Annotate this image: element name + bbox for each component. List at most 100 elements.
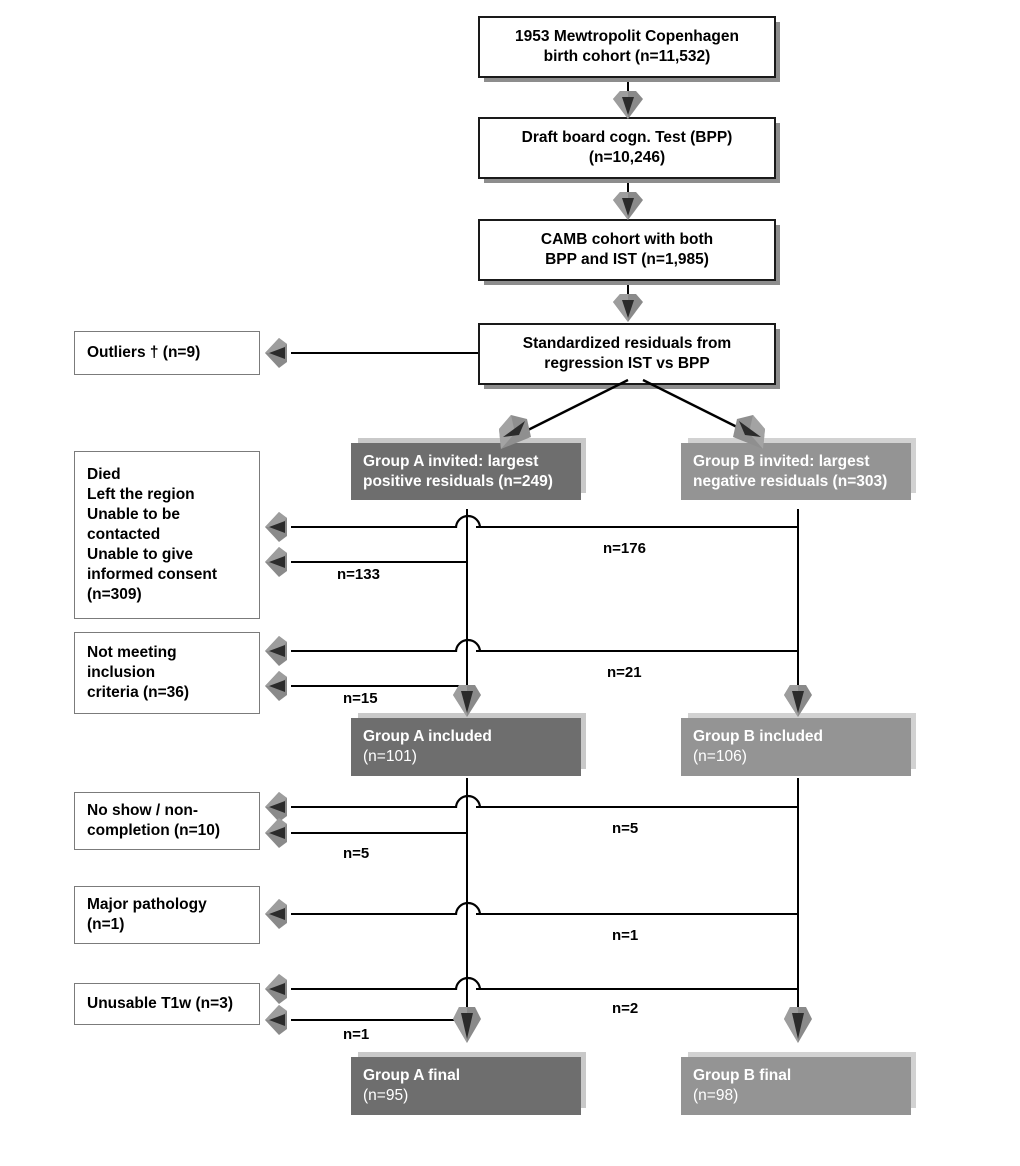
- arrow-left-pathology-b: [265, 897, 299, 931]
- node-exclusion-inclusion-line2: inclusion: [87, 664, 156, 681]
- edge-label-b-t1w: n=2: [612, 1000, 639, 1017]
- edge-label-a-t1w: n=1: [343, 1026, 370, 1043]
- arrow-left-noshow-a: [265, 816, 299, 850]
- node-outliers[interactable]: Outliers † (n=9): [74, 331, 260, 375]
- node-exclusion-pathology[interactable]: Major pathology (n=1): [74, 886, 260, 944]
- node-exclusion-inclusion-line3: criteria (n=36): [87, 684, 190, 701]
- node-outliers-line1: Outliers † (n=9): [87, 344, 201, 361]
- node-group-a-invited-line2: positive residuals (n=249): [363, 472, 553, 490]
- edge-label-b-inclusion: n=21: [607, 664, 642, 681]
- edge-label-a-contact: n=133: [337, 566, 380, 583]
- arrow-left-outliers: [265, 336, 299, 370]
- node-group-a-final[interactable]: Group A final (n=95): [351, 1057, 581, 1115]
- node-exclusion-noshow[interactable]: No show / non- completion (n=10): [74, 792, 260, 850]
- edge-label-a-inclusion: n=15: [343, 690, 378, 707]
- node-exclusion-t1w-line1: Unusable T1w (n=3): [87, 995, 233, 1012]
- node-exclusion-inclusion-criteria[interactable]: Not meeting inclusion criteria (n=36): [74, 632, 260, 714]
- arrow-left-t1w-b: [265, 972, 299, 1006]
- node-birth-cohort-line1: 1953 Mewtropolit Copenhagen: [515, 28, 739, 45]
- node-group-b-final-line2: (n=98): [693, 1087, 739, 1104]
- node-exclusion-t1w[interactable]: Unusable T1w (n=3): [74, 983, 260, 1025]
- node-group-a-final-line1: Group A final: [363, 1067, 461, 1084]
- edge-label-a-noshow: n=5: [343, 845, 370, 862]
- node-draft-board-bpp[interactable]: Draft board cogn. Test (BPP) (n=10,246): [478, 117, 776, 179]
- edge-a-to-contact: [291, 561, 468, 563]
- edge-b-to-t1w-right: [476, 988, 799, 990]
- edge-a-to-t1w: [291, 1019, 468, 1021]
- edge-b-to-noshow-right: [476, 806, 799, 808]
- node-group-b-included[interactable]: Group B included (n=106): [681, 718, 911, 776]
- arrow-left-noshow-b: [265, 790, 299, 824]
- node-group-b-final-line1: Group B final: [693, 1067, 792, 1084]
- node-group-a-invited-line1: Group A invited: largest: [363, 452, 539, 470]
- arrow-down-group-a-final: [451, 1003, 483, 1043]
- arrow-down-group-b-final: [782, 1003, 814, 1043]
- node-group-b-included-line1: Group B included: [693, 728, 824, 745]
- node-group-a-included-line1: Group A included: [363, 728, 492, 745]
- edge-residuals-to-outliers: [291, 352, 485, 354]
- edge-a-to-noshow: [291, 832, 468, 834]
- edge-b-to-t1w-left: [291, 988, 457, 990]
- spine-group-b-lower: [797, 778, 799, 1026]
- line-hop-a-inclusion: [452, 632, 484, 654]
- node-group-b-invited-line1: Group B invited: largest: [693, 452, 870, 470]
- arrow-down-cohort-bpp: [611, 85, 645, 119]
- arrow-left-contact-b: [265, 510, 299, 544]
- arrow-left-contact-a: [265, 545, 299, 579]
- spine-group-a-upper: [466, 509, 468, 708]
- edge-label-b-contact: n=176: [603, 540, 646, 557]
- node-group-b-invited[interactable]: Group B invited: largest negative residu…: [681, 443, 911, 500]
- edge-label-b-pathology: n=1: [612, 927, 639, 944]
- arrow-left-inclusion-a: [265, 669, 299, 703]
- node-group-a-invited[interactable]: Group A invited: largest positive residu…: [351, 443, 581, 500]
- node-group-b-final[interactable]: Group B final (n=98): [681, 1057, 911, 1115]
- line-hop-a-pathology: [452, 895, 484, 917]
- arrow-down-group-a-included: [451, 681, 483, 717]
- node-camb-cohort-line1: CAMB cohort with both: [540, 231, 714, 248]
- arrow-into-group-b-invited: [727, 413, 767, 451]
- node-birth-cohort[interactable]: 1953 Mewtropolit Copenhagen birth cohort…: [478, 16, 776, 78]
- arrow-down-camb-residuals: [611, 288, 645, 322]
- spine-group-b-upper: [797, 509, 799, 708]
- node-exclusion-pathology-line2: (n=1): [87, 916, 125, 933]
- node-group-a-included[interactable]: Group A included (n=101): [351, 718, 581, 776]
- node-exclusion-noshow-line2: completion (n=10): [87, 822, 221, 839]
- node-exclusion-inclusion-line1: Not meeting: [87, 644, 177, 661]
- arrow-down-group-b-included: [782, 681, 814, 717]
- node-exclusion-contact-line4: contacted: [87, 526, 161, 543]
- node-exclusion-contact-line7: (n=309): [87, 586, 142, 603]
- node-standardized-residuals[interactable]: Standardized residuals from regression I…: [478, 323, 776, 385]
- arrow-down-bpp-camb: [611, 186, 645, 220]
- node-exclusion-contact[interactable]: Died Left the region Unable to be contac…: [74, 451, 260, 619]
- edge-b-to-noshow-left: [291, 806, 457, 808]
- node-exclusion-contact-line2: Left the region: [87, 486, 195, 503]
- node-standardized-residuals-line1: Standardized residuals from: [522, 335, 732, 352]
- node-exclusion-noshow-line1: No show / non-: [87, 802, 199, 819]
- node-draft-board-bpp-line2: (n=10,246): [588, 149, 666, 166]
- edge-a-to-inclusion: [291, 685, 468, 687]
- line-hop-a-t1w: [452, 970, 484, 992]
- node-exclusion-pathology-line1: Major pathology: [87, 896, 207, 913]
- arrow-left-inclusion-b: [265, 634, 299, 668]
- edge-b-to-pathology-left: [291, 913, 457, 915]
- node-exclusion-contact-line5: Unable to give: [87, 546, 193, 563]
- node-exclusion-contact-line1: Died: [87, 466, 121, 483]
- arrow-into-group-a-invited: [497, 413, 537, 451]
- node-group-a-included-line2: (n=101): [363, 748, 417, 765]
- node-camb-cohort[interactable]: CAMB cohort with both BPP and IST (n=1,9…: [478, 219, 776, 281]
- edge-residuals-split: [480, 378, 780, 438]
- arrow-left-t1w-a: [265, 1003, 299, 1037]
- node-standardized-residuals-line2: regression IST vs BPP: [544, 355, 710, 372]
- edge-b-to-contact-left: [291, 526, 457, 528]
- node-group-b-included-line2: (n=106): [693, 748, 747, 765]
- line-hop-a-contact: [452, 508, 484, 530]
- line-hop-a-noshow: [452, 788, 484, 810]
- node-exclusion-contact-line6: informed consent: [87, 566, 218, 583]
- edge-label-b-noshow: n=5: [612, 820, 639, 837]
- edge-b-to-inclusion-left: [291, 650, 457, 652]
- node-exclusion-contact-line3: Unable to be: [87, 506, 181, 523]
- node-draft-board-bpp-line1: Draft board cogn. Test (BPP): [521, 129, 733, 146]
- node-birth-cohort-line2: birth cohort (n=11,532): [543, 48, 711, 65]
- node-group-b-invited-line2: negative residuals (n=303): [693, 472, 888, 490]
